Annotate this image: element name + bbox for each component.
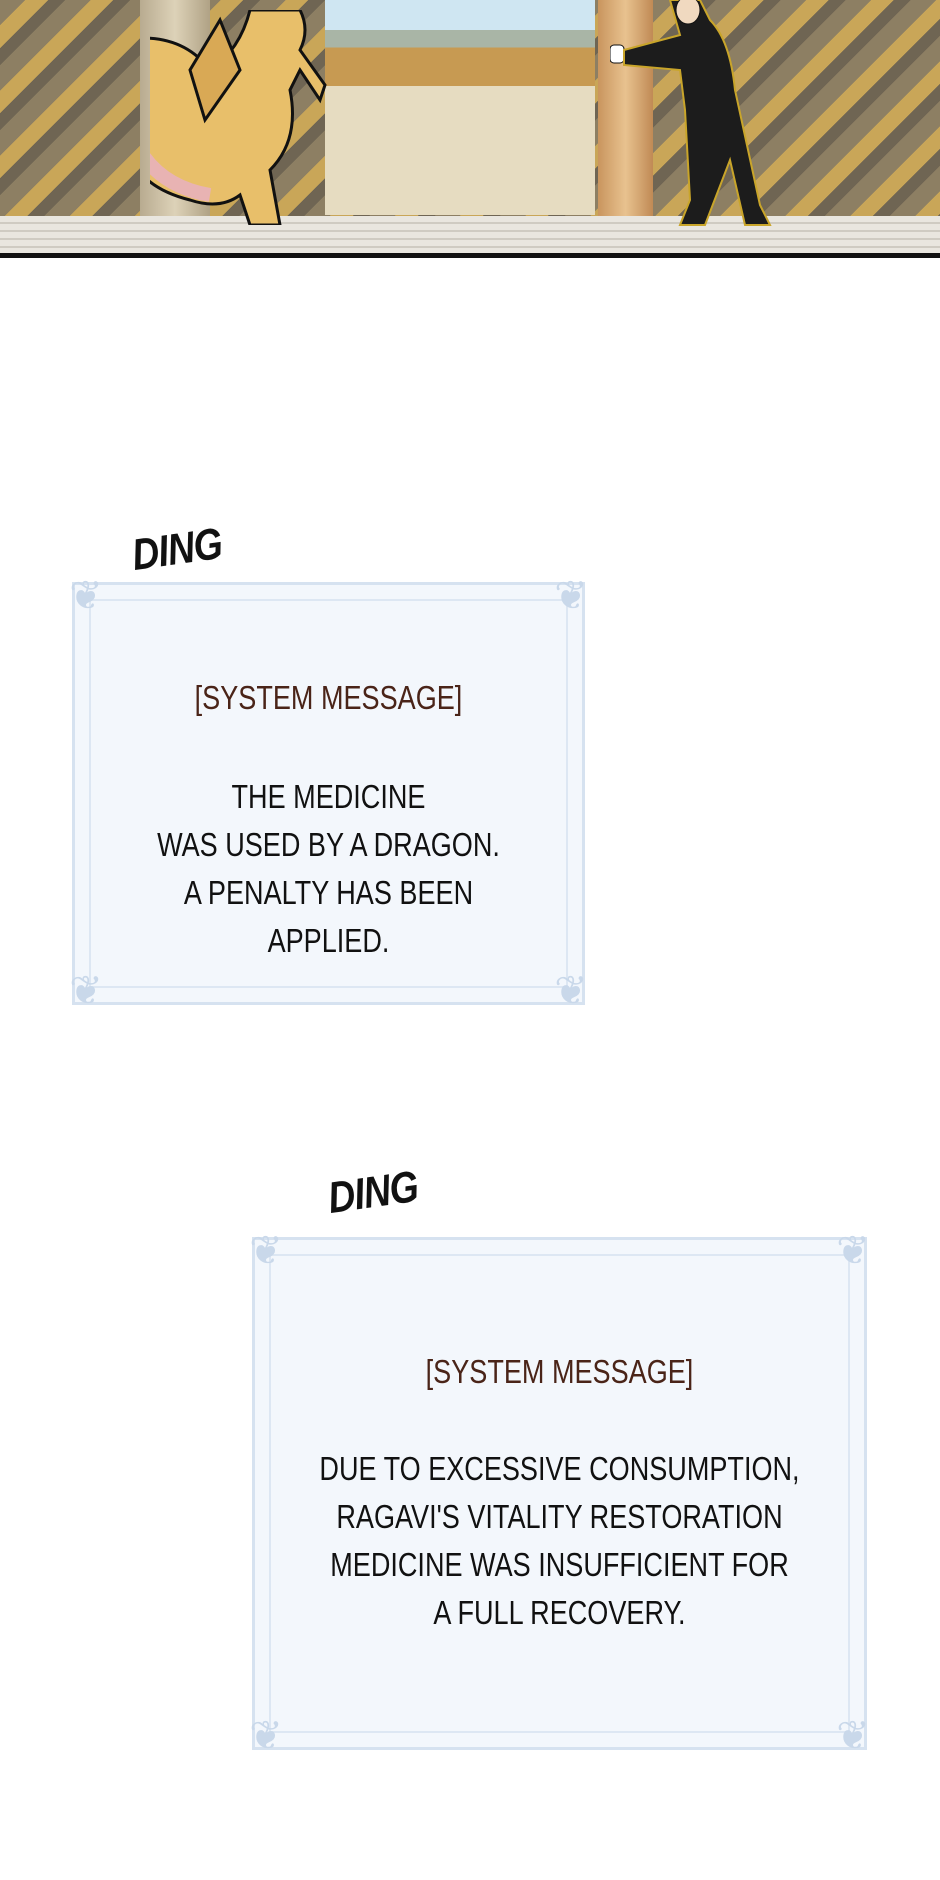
system-message-box: ❦ ❦ ❦ ❦ [SYSTEM MESSAGE] DUE TO EXCESSIV… — [249, 1229, 870, 1758]
message-line: MEDICINE WAS INSUFFICIENT FOR — [330, 1546, 789, 1583]
ornament-corner-icon: ❦ — [249, 1714, 283, 1758]
message-line: A PENALTY HAS BEEN APPLIED. — [183, 874, 474, 959]
ornament-corner-icon: ❦ — [836, 1229, 870, 1273]
ornament-corner-icon: ❦ — [554, 969, 588, 1013]
message-line: DUE TO EXCESSIVE CONSUMPTION, — [319, 1450, 800, 1487]
ornament-corner-icon: ❦ — [249, 1229, 283, 1273]
ornament-corner-icon: ❦ — [69, 969, 103, 1013]
message-line: WAS USED BY A DRAGON. — [157, 826, 500, 863]
wood-pillar — [598, 0, 653, 220]
palace-window — [325, 0, 595, 215]
message-line: THE MEDICINE — [231, 778, 426, 815]
message-body: DUE TO EXCESSIVE CONSUMPTION, RAGAVI'S V… — [310, 1445, 809, 1637]
ornament-corner-icon: ❦ — [69, 574, 103, 618]
ding-sound-effect: DING — [128, 518, 225, 581]
comic-panel-dragon-and-man — [0, 0, 940, 258]
ornament-corner-icon: ❦ — [554, 574, 588, 618]
message-line: RAGAVI'S VITALITY RESTORATION — [336, 1498, 783, 1535]
system-message-box: ❦ ❦ ❦ ❦ [SYSTEM MESSAGE] THE MEDICINE WA… — [69, 574, 588, 1013]
message-body: THE MEDICINE WAS USED BY A DRAGON. A PEN… — [121, 773, 537, 965]
floor — [0, 216, 940, 253]
man-in-black-coat-illustration — [610, 0, 772, 226]
dragon-illustration — [150, 10, 327, 225]
message-title: [SYSTEM MESSAGE] — [425, 1353, 694, 1390]
message-line: A FULL RECOVERY. — [433, 1594, 686, 1631]
ornament-corner-icon: ❦ — [836, 1714, 870, 1758]
ding-sound-effect: DING — [324, 1161, 421, 1224]
message-title: [SYSTEM MESSAGE] — [194, 679, 463, 716]
